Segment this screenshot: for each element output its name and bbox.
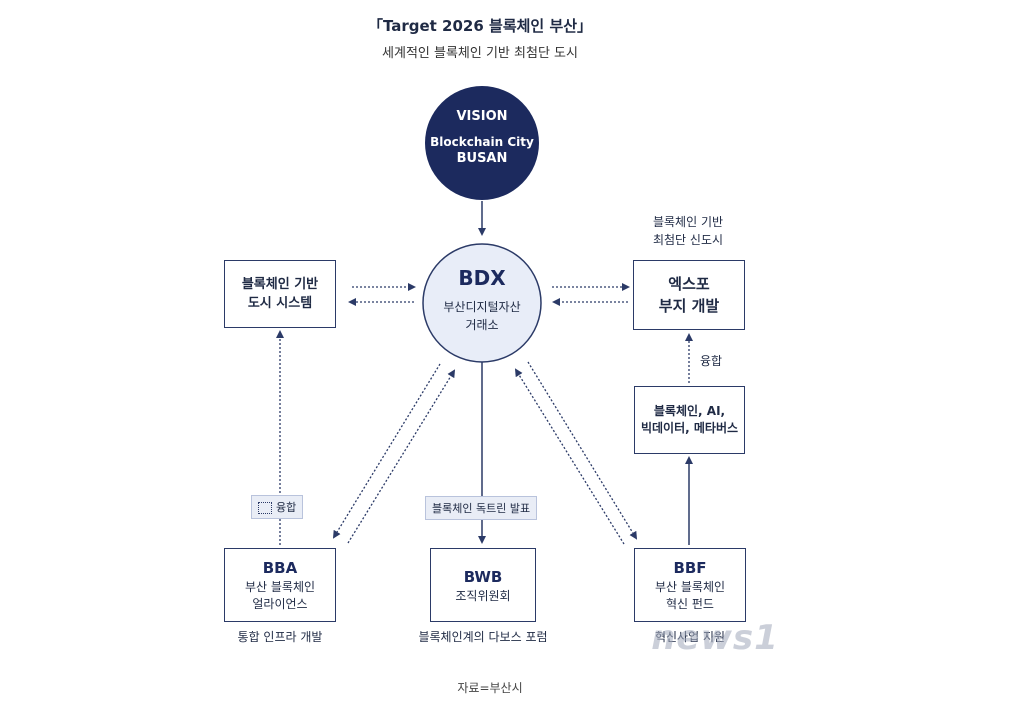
new-city-caption-line2: 최첨단 신도시 <box>652 233 724 247</box>
bbf-title: BBF <box>673 559 707 577</box>
city-system-box: 블록체인 기반 도시 시스템 <box>224 260 336 328</box>
expo-line1: 엑스포 <box>668 275 710 293</box>
vision-line1: Blockchain City <box>430 135 534 149</box>
fusion-label: 융합 <box>700 354 723 368</box>
arrow-bdx-to-bba <box>332 363 441 539</box>
bwb-title: BWB <box>463 567 503 586</box>
city-system-line1: 블록체인 기반 <box>241 277 319 292</box>
bbf-line1: 부산 블록체인 <box>654 580 726 594</box>
bwb-line1: 조직위원회 <box>455 588 511 603</box>
bba-line1: 부산 블록체인 <box>244 580 316 594</box>
doctrine-tag: 블록체인 독트린 발표 <box>425 496 538 520</box>
tech-line1: 블록체인, AI, <box>653 404 726 418</box>
network-icon <box>258 502 272 514</box>
vision-circle <box>425 86 539 200</box>
bba-line2: 얼라이언스 <box>252 597 308 611</box>
arrow-bdx-to-bbf <box>527 361 638 540</box>
bwb-box: BWB 조직위원회 <box>430 548 536 622</box>
bba-box: BBA 부산 블록체인 얼라이언스 <box>224 548 336 622</box>
bdx-line2: 거래소 <box>465 318 499 332</box>
bba-caption: 통합 인프라 개발 <box>237 630 323 644</box>
tech-line2: 빅데이터, 메타버스 <box>640 421 739 435</box>
bdx-title: BDX <box>458 266 506 290</box>
news1-watermark: news1 <box>651 618 779 658</box>
bbf-line2: 혁신 펀드 <box>666 597 714 611</box>
vision-line2: BUSAN <box>456 151 508 166</box>
diagram-title: 「Target 2026 블록체인 부산」 <box>367 17 593 35</box>
expo-box: 엑스포 부지 개발 <box>633 260 745 330</box>
diagram-subtitle: 세계적인 블록체인 기반 최첨단 도시 <box>382 46 578 61</box>
source-note: 자료=부산시 <box>457 681 523 695</box>
fusion-tag-label: 융합 <box>276 501 297 514</box>
arrow-bba-to-bdx <box>347 369 456 544</box>
tech-box: 블록체인, AI, 빅데이터, 메타버스 <box>634 386 745 454</box>
city-system-line2: 도시 시스템 <box>247 296 313 311</box>
bdx-line1: 부산디지털자산 <box>443 300 521 314</box>
new-city-caption-line1: 블록체인 기반 <box>652 215 724 229</box>
fusion-tag: 융합 <box>251 495 304 519</box>
vision-label: VISION <box>456 109 508 124</box>
bwb-caption: 블록체인계의 다보스 포럼 <box>418 630 548 644</box>
bba-title: BBA <box>262 559 298 577</box>
expo-line2: 부지 개발 <box>658 297 720 315</box>
bbf-caption: 혁신사업 지원 <box>654 630 726 644</box>
bbf-box: BBF 부산 블록체인 혁신 펀드 <box>634 548 746 622</box>
